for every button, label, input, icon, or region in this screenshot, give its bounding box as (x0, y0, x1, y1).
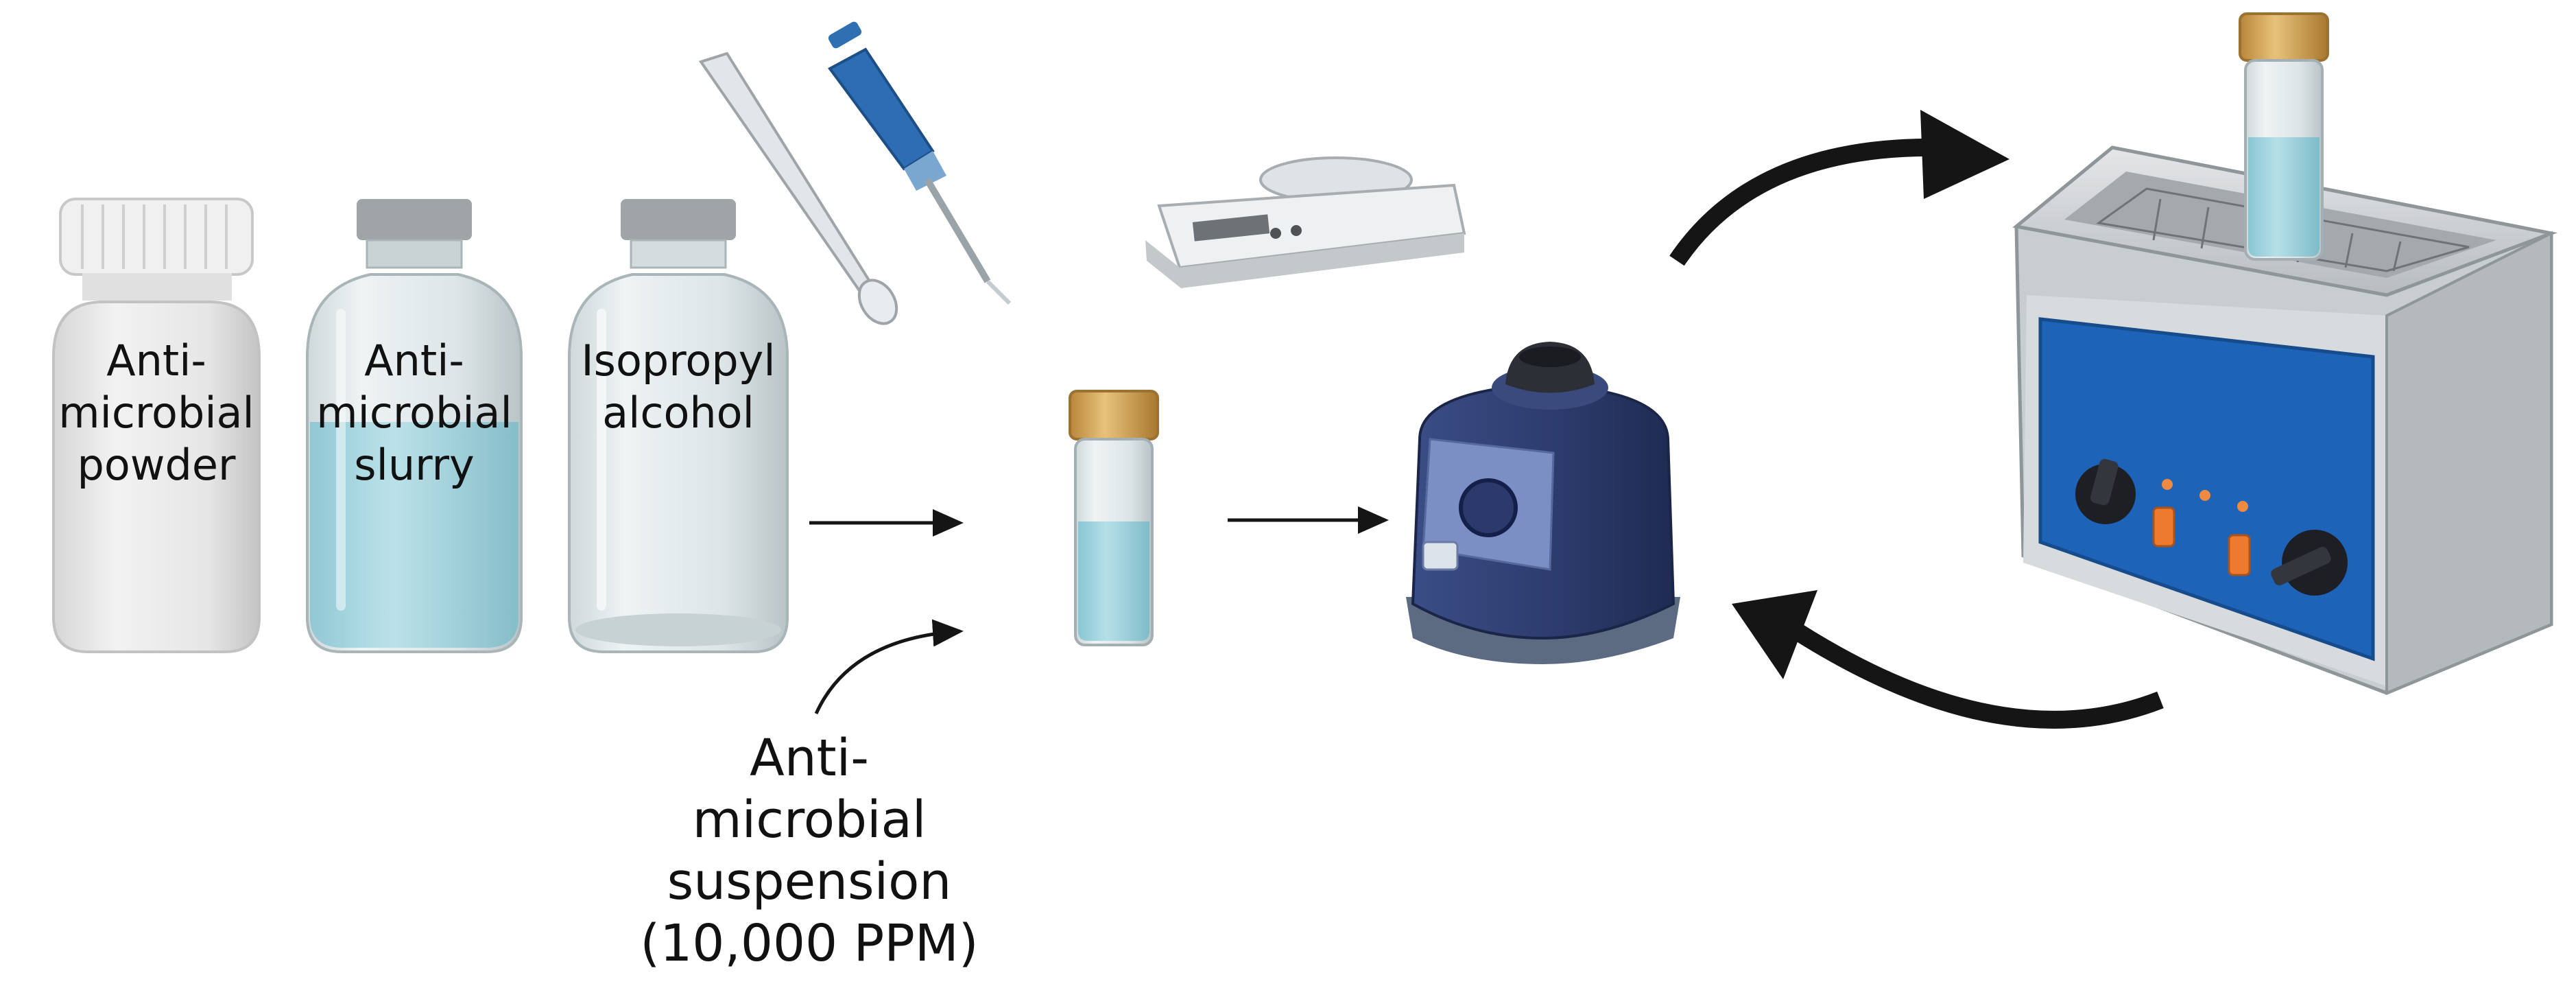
arrow-vortex-to-bath (1669, 110, 2009, 266)
analytical-balance-icon (1145, 156, 1466, 288)
ultrasonic-bath-icon (2012, 12, 2558, 695)
arrow-bath-to-vortex (1732, 590, 2164, 729)
slurry-bottle-icon (306, 199, 523, 653)
isopropyl-bottle-icon (568, 199, 789, 653)
label-antimicrobial-powder: Anti- microbial powder (58, 336, 254, 490)
label-isopropyl-alcohol: Isopropyl alcohol (581, 336, 776, 438)
powder-bottle-icon (52, 198, 261, 653)
arrow-suspension-to-vial (814, 619, 964, 715)
pipette-icon (828, 21, 1012, 305)
vial-icon (1069, 390, 1159, 646)
label-antimicrobial-suspension: Anti- microbial suspension (10,000 PPM) (640, 729, 979, 973)
spatula-icon (698, 51, 898, 325)
vortex-mixer-icon (1406, 342, 1680, 664)
label-antimicrobial-slurry: Anti- microbial slurry (316, 336, 512, 490)
